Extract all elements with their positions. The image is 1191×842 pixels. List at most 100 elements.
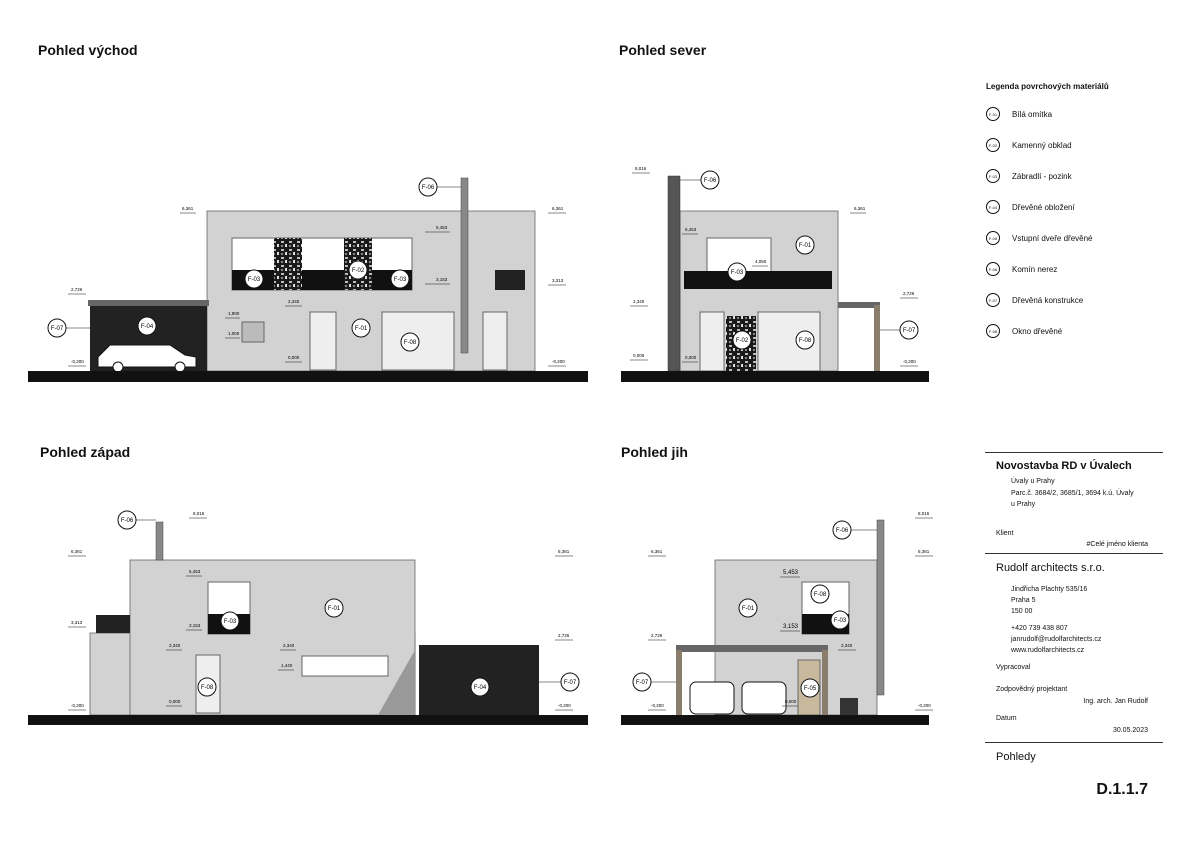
svg-text:2,726: 2,726 [903, 291, 915, 296]
level-north-8016: 8,016 [632, 166, 650, 174]
svg-text:-0,200: -0,200 [918, 703, 931, 708]
svg-text:F-03: F-03 [834, 618, 847, 624]
level-south-2340: 2,340 [838, 643, 856, 651]
svg-text:2,340: 2,340 [841, 643, 853, 648]
svg-text:F-01: F-01 [799, 243, 812, 249]
tag-north-f07: F-07 [880, 320, 919, 340]
company-city: Praha 5 [1011, 597, 1036, 604]
east-elevation [28, 177, 588, 382]
svg-text:3,153: 3,153 [189, 623, 201, 628]
svg-text:2,726: 2,726 [651, 633, 663, 638]
level-west-m0200-right: -0,200 [555, 703, 573, 711]
tag-south-f08: F-08 [810, 584, 830, 604]
level-west-8016: 8,016 [189, 511, 207, 519]
level-east-2340: 2,340 [285, 299, 302, 307]
level-west-5453: 5,453 [186, 569, 202, 577]
svg-text:2,340: 2,340 [283, 643, 295, 648]
svg-text:F-06: F-06 [704, 178, 717, 184]
level-south-5453: 5,453 [780, 570, 800, 578]
level-south-2726: 2,726 [648, 633, 666, 641]
svg-text:8,016: 8,016 [193, 511, 205, 516]
tag-west-f07: F-07 [539, 672, 580, 692]
svg-text:F-04: F-04 [474, 685, 487, 691]
svg-text:F-01: F-01 [328, 606, 341, 612]
legend-code: F-03 [986, 169, 1000, 183]
svg-text:F-06: F-06 [836, 528, 849, 534]
svg-text:-0,200: -0,200 [903, 359, 916, 364]
sheet-number: D.1.1.7 [1096, 781, 1148, 798]
svg-text:1,900: 1,900 [228, 311, 240, 316]
company-phone: +420 739 438 807 [1011, 625, 1068, 632]
svg-text:6,361: 6,361 [651, 549, 663, 554]
svg-text:F-08: F-08 [799, 338, 812, 344]
svg-text:2,726: 2,726 [558, 633, 570, 638]
company-name: Rudolf architects s.r.o. [996, 562, 1105, 574]
legend-code: F-05 [986, 231, 1000, 245]
level-north-2340: 2,340 [630, 299, 648, 307]
level-south-m0200-left: -0,200 [648, 703, 666, 711]
svg-text:8,016: 8,016 [635, 166, 647, 171]
legend-label: Komín nerez [1012, 264, 1058, 274]
svg-text:3,313: 3,313 [71, 620, 83, 625]
svg-text:0,000: 0,000 [685, 355, 697, 360]
view-title-north: Pohled sever [619, 42, 707, 58]
svg-text:5,453: 5,453 [783, 570, 799, 576]
legend-label: Kamenný obklad [1012, 140, 1072, 150]
tag-west-f04: F-04 [470, 677, 490, 697]
svg-text:2,340: 2,340 [288, 299, 300, 304]
svg-text:8,016: 8,016 [918, 511, 930, 516]
prepared-label: Vypracoval [996, 664, 1031, 671]
svg-text:-0,200: -0,200 [71, 703, 84, 708]
legend-code: F-04 [986, 200, 1000, 214]
svg-text:-0,200: -0,200 [71, 359, 84, 364]
tag-south-f01: F-01 [738, 598, 758, 618]
svg-text:F-08: F-08 [404, 340, 417, 346]
tag-south-f05: F-05 [800, 678, 820, 698]
legend-code: F-02 [986, 138, 1000, 152]
svg-text:F-02: F-02 [736, 338, 749, 344]
company-email: janrudolf@rudolfarchitects.cz [1011, 636, 1102, 643]
level-west-2726: 2,726 [555, 633, 573, 641]
level-west-3313: 3,313 [68, 620, 86, 628]
level-east-1000: 1,000 [225, 331, 240, 339]
svg-text:2,340: 2,340 [169, 643, 181, 648]
project-title: Novostavba RD v Úvalech [996, 460, 1132, 472]
svg-text:F-01: F-01 [355, 326, 368, 332]
tag-east-f03b: F-03 [390, 269, 410, 289]
west-elevation [28, 521, 588, 725]
svg-text:6,361: 6,361 [854, 206, 866, 211]
level-south-3153: 3,153 [780, 624, 800, 632]
project-parcel-2: u Prahy [1011, 501, 1036, 508]
titleblock-divider [985, 452, 1163, 453]
legend-label: Dřevěná konstrukce [1012, 295, 1084, 305]
level-north-2726: 2,726 [900, 291, 918, 299]
svg-text:F-06: F-06 [422, 185, 435, 191]
project-parcel: Parc.č. 3684/2, 3685/1, 3694 k.ú. Úvaly [1011, 490, 1134, 497]
level-west-2340-mid: 2,340 [280, 643, 296, 651]
svg-text:5,453: 5,453 [685, 227, 697, 232]
level-east-1900: 1,900 [225, 311, 240, 319]
level-west-6361-right: 6,361 [555, 549, 573, 557]
svg-text:F-07: F-07 [51, 326, 64, 332]
level-south-0000: 0,000 [782, 699, 798, 707]
svg-text:F-07: F-07 [636, 680, 649, 686]
level-south-6361-right: 6,361 [915, 549, 933, 557]
tag-north-f03: F-03 [727, 262, 747, 282]
level-north-0000-left: 0,000 [630, 353, 648, 361]
level-north-4050: 4,050 [752, 259, 768, 267]
legend-title: Legenda povrchových materiálů [986, 82, 1109, 91]
tag-west-f08: F-08 [197, 677, 217, 697]
level-east-m0200-right: -0,200 [548, 359, 566, 367]
svg-text:3,153: 3,153 [783, 624, 799, 630]
level-west-m0200-left: -0,200 [68, 703, 86, 711]
svg-text:1,440: 1,440 [281, 663, 293, 668]
titleblock-divider [985, 553, 1163, 554]
svg-text:-0,200: -0,200 [651, 703, 664, 708]
tag-east-f08: F-08 [400, 332, 420, 352]
company-street: Jindřicha Plachty 535/16 [1011, 586, 1088, 593]
